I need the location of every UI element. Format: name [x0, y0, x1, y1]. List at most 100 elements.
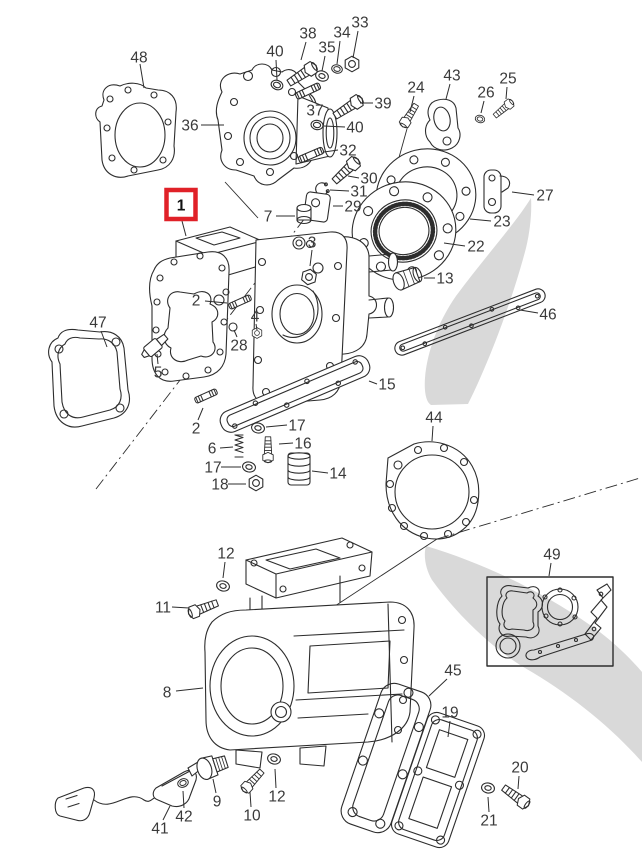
callout-leader-37 [308, 94, 314, 103]
callout-leader-23 [469, 218, 492, 222]
part-drawing-plug-13 [392, 266, 423, 291]
callout-leader-43 [445, 83, 451, 100]
callout-leader-1 [181, 220, 187, 237]
part-callout-12-41[interactable]: 12 [217, 546, 234, 563]
part-callout-37-7[interactable]: 37 [306, 103, 323, 120]
part-callout-15-32[interactable]: 15 [378, 377, 395, 394]
part-callout-3-24[interactable]: 3 [308, 235, 317, 252]
part-callout-13-21[interactable]: 13 [436, 271, 453, 288]
part-drawing-spring-6 [234, 434, 244, 458]
part-callout-5-29[interactable]: 5 [154, 365, 163, 382]
part-drawing-bolt-16 [262, 436, 274, 464]
part-callout-14-38[interactable]: 14 [329, 466, 347, 483]
callout-leader-31 [329, 189, 350, 192]
part-callout-40-9[interactable]: 40 [346, 120, 364, 137]
part-callout-17-33[interactable]: 17 [288, 418, 305, 435]
part-drawing-oring-26 [473, 113, 487, 125]
part-callout-28-28[interactable]: 28 [230, 338, 247, 355]
callout-leader-24 [409, 95, 415, 113]
part-callout-45-49[interactable]: 45 [444, 663, 461, 680]
part-callout-41-44[interactable]: 41 [151, 821, 168, 838]
part-drawing-housing-8 [204, 537, 415, 769]
part-drawing-plate-19 [390, 711, 486, 849]
callout-leader-45 [428, 678, 448, 697]
part-callout-27-18[interactable]: 27 [536, 188, 553, 205]
callout-leader-49 [548, 562, 552, 577]
part-callout-34-5[interactable]: 34 [333, 25, 351, 42]
part-callout-49-40[interactable]: 49 [543, 547, 560, 564]
callout-leader-38 [300, 41, 307, 61]
watermark-shapes [424, 198, 642, 762]
part-callout-31-16[interactable]: 31 [350, 184, 367, 201]
part-callout-16-34[interactable]: 16 [294, 436, 311, 453]
callout-leader-48 [139, 63, 145, 89]
part-callout-19-50[interactable]: 19 [441, 705, 458, 722]
callout-leader-2 [197, 407, 204, 421]
part-drawing-breather-7 [296, 203, 312, 225]
part-callout-18-37[interactable]: 18 [211, 477, 228, 494]
part-callout-29-17[interactable]: 29 [344, 199, 361, 216]
callout-leader-42 [182, 790, 185, 809]
callout-leader-34 [336, 40, 341, 65]
part-callout-35-4[interactable]: 35 [318, 40, 335, 57]
part-callout-47-30[interactable]: 47 [89, 315, 106, 332]
part-callout-6-35[interactable]: 6 [208, 441, 217, 458]
part-callout-10-47[interactable]: 10 [243, 808, 261, 825]
part-callout-2-31[interactable]: 2 [192, 421, 201, 438]
part-callout-8-43[interactable]: 8 [163, 685, 172, 702]
part-callout-22-20[interactable]: 22 [467, 239, 484, 256]
callout-leader-35 [321, 55, 326, 72]
part-drawing-gasket-47 [48, 328, 131, 428]
part-callout-7-23[interactable]: 7 [264, 209, 273, 226]
callout-leader-41 [162, 805, 171, 821]
callout-leader-14 [311, 470, 329, 474]
part-callout-38-3[interactable]: 38 [299, 26, 316, 43]
part-drawing-bolt-25 [491, 97, 517, 121]
part-drawing-nut-18 [248, 474, 264, 492]
part-callout-26-13[interactable]: 26 [477, 85, 494, 102]
part-callout-30-15[interactable]: 30 [360, 171, 378, 188]
part-drawing-bolt-20 [499, 782, 533, 812]
callout-leader-11 [171, 606, 190, 609]
part-callout-9-46[interactable]: 9 [213, 794, 222, 811]
part-callout-46-22[interactable]: 46 [539, 307, 556, 324]
part-callout-4-27[interactable]: 4 [251, 309, 260, 326]
callout-leader-9 [212, 778, 217, 794]
callout-leader-4 [255, 323, 258, 331]
callout-leader-8 [175, 687, 204, 692]
part-drawing-washer-12-upper [214, 578, 232, 594]
part-drawing-washer-17-lower [241, 460, 257, 474]
part-callout-42-45[interactable]: 42 [175, 809, 192, 826]
part-drawing-nut-33 [344, 55, 360, 73]
callout-leader-25 [505, 86, 508, 100]
part-drawing-housing-1 [149, 226, 399, 405]
callout-leader-20 [517, 775, 520, 790]
part-callout-25-14[interactable]: 25 [499, 71, 516, 88]
highlight-box-part-1 [164, 187, 198, 222]
part-drawing-bolt-10 [238, 766, 267, 796]
part-callout-33-6[interactable]: 33 [351, 15, 368, 32]
part-callout-44-39[interactable]: 44 [425, 410, 443, 427]
part-callout-1-25[interactable]: 1 [177, 198, 186, 215]
part-callout-17-36[interactable]: 17 [204, 460, 221, 477]
part-callout-48-0[interactable]: 48 [130, 50, 147, 67]
part-callout-12-48[interactable]: 12 [268, 789, 285, 806]
part-callout-20-51[interactable]: 20 [511, 760, 529, 777]
part-callout-43-12[interactable]: 43 [443, 68, 460, 85]
part-callout-24-11[interactable]: 24 [407, 80, 425, 97]
part-callout-23-19[interactable]: 23 [493, 214, 510, 231]
callout-leader-17 [265, 424, 288, 428]
part-callout-39-8[interactable]: 39 [374, 96, 391, 113]
part-callout-2-26[interactable]: 2 [192, 293, 201, 310]
part-drawing-gasket-15 [219, 355, 371, 433]
part-callout-11-42[interactable]: 11 [155, 600, 171, 617]
part-drawing-bolt-24 [397, 101, 422, 130]
part-callout-21-52[interactable]: 21 [480, 813, 497, 830]
part-drawing-gasket-43 [424, 98, 461, 151]
callout-leader-26 [480, 100, 485, 114]
part-callout-40-2[interactable]: 40 [266, 44, 284, 61]
part-callout-36-1[interactable]: 36 [181, 118, 198, 135]
part-callout-32-10[interactable]: 32 [339, 143, 356, 160]
